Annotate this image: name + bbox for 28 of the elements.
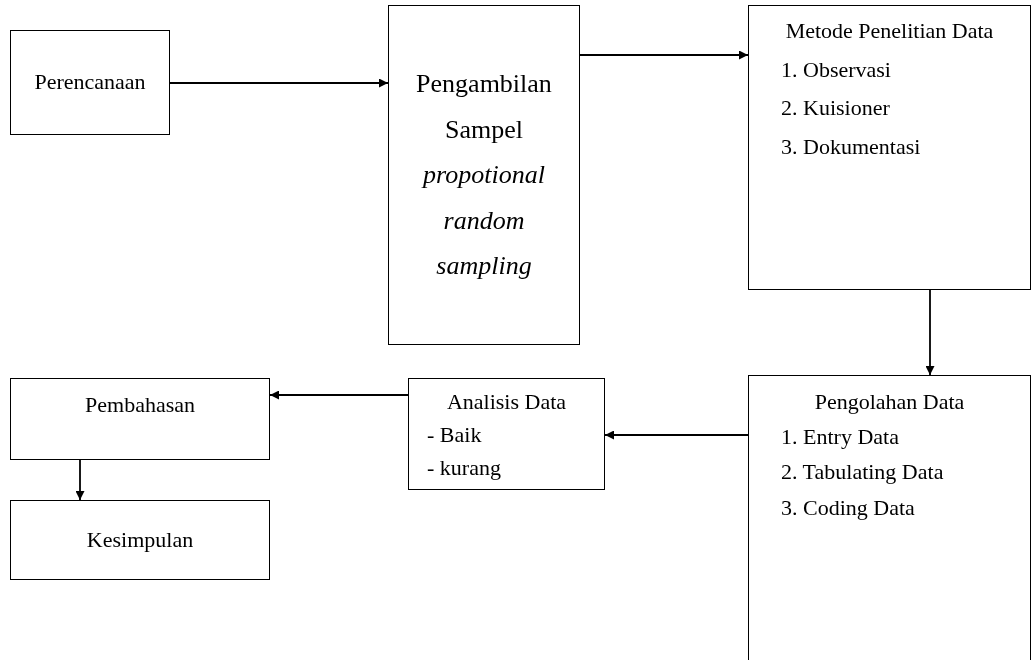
arrow [269,390,409,400]
list-item: 3. Dokumentasi [780,132,922,161]
arrow [579,50,749,60]
box-title: Analisis Data [445,388,568,416]
arrow [75,459,85,501]
list-item: - Baik [426,421,483,449]
arrow [604,430,749,440]
process-box [10,30,170,135]
process-box [748,5,1031,290]
process-box [408,378,605,490]
list-item: - kurang [426,454,502,482]
list-item: 3. Coding Data [780,493,916,522]
box-subtitle: propotional random sampling [420,159,546,283]
list-item: 2. Tabulating Data [780,458,945,487]
process-box [748,375,1031,660]
box-title: Kesimpulan [85,525,195,554]
process-box [10,378,270,460]
box-title: Perencanaan [33,68,147,97]
list-item: 1. Entry Data [780,423,900,452]
arrow [925,289,935,376]
list-item: 2. Kuisioner [780,94,891,122]
process-box [388,5,580,345]
process-box [10,500,270,580]
list-item: 1. Observasi [780,55,892,84]
box-title: Pembahasan [84,391,196,419]
box-title: Pengolahan Data [813,388,966,416]
arrow [169,78,389,88]
box-title: Metode Penelitian Data [784,17,995,45]
